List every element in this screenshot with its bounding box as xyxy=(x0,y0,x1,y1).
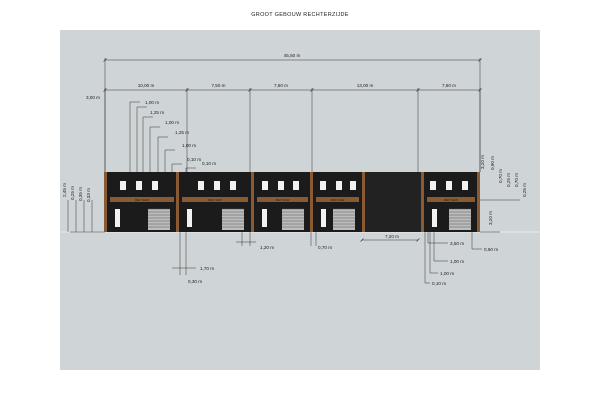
right-vertical-dim-label: 0,25 m xyxy=(522,183,527,197)
stacked-dim-label: 3,00 m xyxy=(86,95,100,100)
unit-sign: REX SAW xyxy=(276,198,290,202)
garage-door xyxy=(282,209,304,230)
bottom-right-dim-label: 0,60 m xyxy=(484,247,498,252)
dim-tick xyxy=(360,238,364,242)
right-vertical-dim-label: 0,25 m xyxy=(506,173,511,187)
wood-strip xyxy=(477,172,480,232)
entrance-door xyxy=(432,209,437,227)
unit-sign: REX SAW xyxy=(208,198,222,202)
upper-window xyxy=(293,181,299,190)
dim-tick xyxy=(416,238,420,242)
upper-window xyxy=(320,181,326,190)
wood-strip xyxy=(104,172,107,232)
unit: REX SAW xyxy=(427,181,475,230)
upper-window xyxy=(278,181,284,190)
right-vertical-dim-label: 0,70 m xyxy=(514,173,519,187)
garage-door xyxy=(222,209,244,230)
garage-door xyxy=(333,209,355,230)
unit: REX SAW xyxy=(110,181,174,230)
wood-strip xyxy=(310,172,313,232)
left-vertical-dim-label: 0,33 m xyxy=(86,188,91,202)
bottom-right-dim-label: 1,00 m xyxy=(440,271,454,276)
bottom-right-dim-label: 1,00 m xyxy=(450,259,464,264)
upper-window xyxy=(336,181,342,190)
dimension-lines: 45,50 m 10,00 m 7,50 m 7,50 m 13,00 m 7,50 m 3… xyxy=(62,53,527,286)
sign-band xyxy=(316,197,359,202)
upper-window xyxy=(120,181,126,190)
upper-window xyxy=(350,181,356,190)
right-vertical-dim-label: 3,20 m xyxy=(480,155,485,169)
bottom-dim-label: 1,70 m xyxy=(200,266,214,271)
stacked-dim-label: 1,00 m xyxy=(165,120,179,125)
bottom-right-dim-label: 3,50 m xyxy=(450,241,464,246)
upper-window xyxy=(198,181,204,190)
wood-strips xyxy=(104,172,480,232)
sign-band xyxy=(182,197,248,202)
left-vertical-dim-label: 2,45 m xyxy=(62,183,67,197)
stacked-dim-label: 0,10 m xyxy=(202,161,216,166)
building-units: REX SAW REX SAW REX SAW REX SAW REX SAW xyxy=(110,181,475,230)
wide-dim-label: 7,20 m xyxy=(385,234,399,239)
upper-window xyxy=(262,181,268,190)
unit-sign: REX SAW xyxy=(331,198,345,202)
sheet-title: GROOT GEBOUW RECHTERZIJDE xyxy=(251,12,349,18)
stacked-dim-label: 1,00 m xyxy=(182,143,196,148)
bottom-dim-label: 0,70 m xyxy=(318,245,332,250)
stacked-dim-label: 1,00 m xyxy=(145,100,159,105)
right-vertical-dim-label: 0,70 m xyxy=(498,169,503,183)
bottom-right-dim-label: 0,10 m xyxy=(432,281,446,286)
bottom-dim-label: 0,30 m xyxy=(188,279,202,284)
open-bay xyxy=(362,172,422,232)
segment-dim-label: 10,00 m xyxy=(138,83,155,88)
upper-window xyxy=(430,181,436,190)
sign-band xyxy=(257,197,308,202)
unit: REX SAW xyxy=(316,181,359,230)
entrance-door xyxy=(115,209,120,227)
right-vertical-dim-label: 3,20 m xyxy=(488,211,493,225)
sign-band xyxy=(110,197,174,202)
bottom-dim-label: 1,20 m xyxy=(260,245,274,250)
unit: REX SAW xyxy=(257,181,308,230)
wood-strip xyxy=(421,172,424,232)
sign-band xyxy=(427,197,475,202)
right-vertical-dim-label: 0,90 m xyxy=(490,156,495,170)
upper-window xyxy=(136,181,142,190)
segment-dim-label: 7,50 m xyxy=(442,83,456,88)
upper-window xyxy=(230,181,236,190)
unit-sign: REX SAW xyxy=(135,198,149,202)
garage-door xyxy=(148,209,170,230)
entrance-door xyxy=(262,209,267,227)
upper-window xyxy=(152,181,158,190)
left-vertical-dim-label: 0,35 m xyxy=(78,187,83,201)
upper-window xyxy=(446,181,452,190)
wood-strip xyxy=(362,172,365,232)
overall-dim-label: 45,50 m xyxy=(284,53,301,58)
wood-strip xyxy=(251,172,254,232)
garage-door xyxy=(449,209,471,230)
unit-sign: REX SAW xyxy=(444,198,458,202)
stacked-dim-label: 1,25 m xyxy=(175,130,189,135)
segment-dim-label: 13,00 m xyxy=(357,83,374,88)
entrance-door xyxy=(187,209,192,227)
segment-dim-label: 7,50 m xyxy=(274,83,288,88)
upper-window xyxy=(214,181,220,190)
unit: REX SAW xyxy=(182,181,248,230)
stacked-dim-label: 1,25 m xyxy=(150,110,164,115)
left-vertical-dim-label: 0,25 m xyxy=(70,186,75,200)
stacked-dim-label: 0,10 m xyxy=(187,157,201,162)
upper-window xyxy=(462,181,468,190)
segment-dim-label: 7,50 m xyxy=(211,83,225,88)
wood-strip xyxy=(176,172,179,232)
entrance-door xyxy=(321,209,326,227)
